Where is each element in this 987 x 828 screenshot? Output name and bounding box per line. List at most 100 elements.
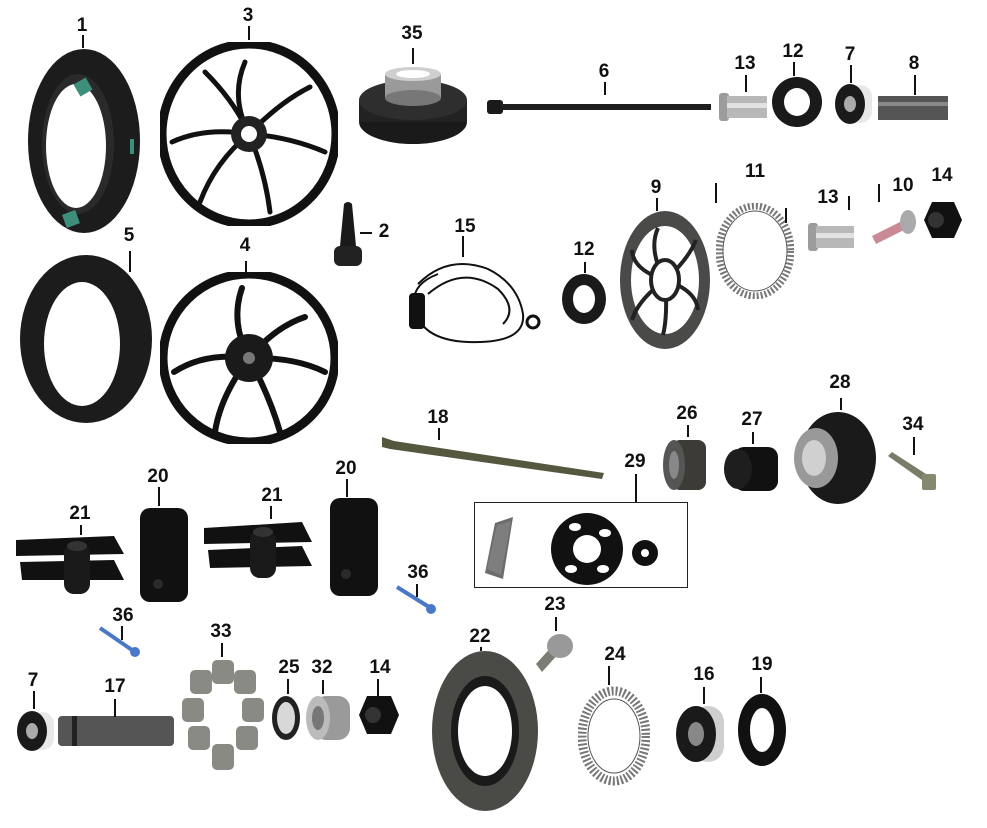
rear-distance-collar-image xyxy=(58,716,174,746)
leader-line xyxy=(715,183,717,203)
leader-line xyxy=(82,35,84,48)
front-axle-image xyxy=(485,96,715,118)
part-number-label: 13 xyxy=(734,53,756,74)
hub-bolt-image xyxy=(886,452,940,492)
part-number-label: 4 xyxy=(239,235,251,256)
leader-line xyxy=(438,428,440,440)
part-number-label: 24 xyxy=(604,644,626,665)
rear-axle-image xyxy=(380,435,610,481)
part-number-label: 12 xyxy=(782,41,804,62)
oil-seal-image xyxy=(770,76,824,128)
leader-line xyxy=(322,680,324,694)
part-number-label: 36 xyxy=(407,562,429,583)
disc-bolt-image xyxy=(868,206,920,246)
part-number-label: 11 xyxy=(744,161,766,182)
leader-line xyxy=(840,398,842,410)
leader-line xyxy=(270,506,272,519)
leader-line xyxy=(248,26,250,40)
part-number-label: 12 xyxy=(573,239,595,260)
part-number-label: 5 xyxy=(123,225,135,246)
ball-bearing-image xyxy=(834,83,874,125)
leader-line xyxy=(793,62,795,76)
part-number-label: 7 xyxy=(27,670,39,691)
ball-bearing-image xyxy=(674,704,726,764)
oil-seal-image xyxy=(560,273,608,325)
collar-spacer-image xyxy=(808,223,854,251)
part-number-label: 3 xyxy=(242,5,254,26)
part-number-label: 17 xyxy=(104,676,126,697)
part-number-label: 23 xyxy=(544,594,566,615)
part-number-label: 6 xyxy=(598,61,610,82)
front-rim-image xyxy=(160,42,338,226)
rear-spacer-image xyxy=(662,438,710,492)
rear-brake-disc-image xyxy=(430,650,540,812)
part-number-label: 8 xyxy=(908,53,920,74)
part-number-label: 10 xyxy=(892,175,914,196)
chain-adjuster-image xyxy=(14,534,126,596)
leader-line xyxy=(416,584,418,597)
leader-line xyxy=(656,198,658,211)
leader-line xyxy=(121,626,123,640)
distance-collar-image xyxy=(878,96,948,120)
rear-collar-image xyxy=(722,445,782,493)
part-number-label: 21 xyxy=(69,503,91,524)
part-number-label: 20 xyxy=(147,466,169,487)
leader-line xyxy=(703,687,705,704)
collar-image xyxy=(304,694,352,742)
part-number-label: 34 xyxy=(902,414,924,435)
leader-line xyxy=(878,184,880,202)
collar-spacer-image xyxy=(719,93,769,121)
part-number-label: 33 xyxy=(210,621,232,642)
part-number-label: 27 xyxy=(741,409,763,430)
leader-line xyxy=(604,82,606,95)
part-number-label: 26 xyxy=(676,403,698,424)
bearing-cup-spacer-image xyxy=(357,66,469,146)
leader-line xyxy=(158,487,160,506)
part-number-label: 18 xyxy=(427,407,449,428)
leader-line xyxy=(33,691,35,709)
part-number-label: 22 xyxy=(469,626,491,647)
part-number-label: 15 xyxy=(454,216,476,237)
part-number-label: 25 xyxy=(278,657,300,678)
leader-line xyxy=(848,196,850,210)
leader-line xyxy=(584,262,586,273)
part-number-label: 16 xyxy=(693,664,715,685)
chain-adjuster-image xyxy=(202,518,314,580)
disc-bolt-image xyxy=(534,630,576,674)
front-abs-ring-image xyxy=(716,203,794,299)
part-number-label: 28 xyxy=(829,372,851,393)
part-number-label: 19 xyxy=(751,654,773,675)
part-number-label: 21 xyxy=(261,485,283,506)
chain-adjuster-cover-image xyxy=(138,504,190,604)
leader-line xyxy=(129,251,131,272)
part-number-label: 35 xyxy=(401,23,423,44)
leader-line xyxy=(687,425,689,437)
leader-line xyxy=(745,75,747,92)
hex-nut-image xyxy=(357,694,399,736)
leader-line xyxy=(635,474,637,502)
leader-line xyxy=(412,48,414,64)
tire-valve-image xyxy=(330,200,366,270)
front-tire-image xyxy=(24,44,144,238)
rear-rim-image xyxy=(160,272,338,444)
part-number-label: 9 xyxy=(650,177,662,198)
part-number-label: 2 xyxy=(378,221,390,242)
part-number-label: 20 xyxy=(335,458,357,479)
leader-line xyxy=(555,617,557,631)
rear-tire-image xyxy=(18,254,154,424)
part-number-label: 14 xyxy=(931,165,953,186)
part-number-label: 29 xyxy=(624,451,646,472)
leader-line xyxy=(377,679,379,697)
leader-line xyxy=(245,261,247,272)
front-brake-disc-image xyxy=(618,210,712,350)
leader-line xyxy=(850,65,852,83)
leader-line xyxy=(462,236,464,257)
leader-line xyxy=(914,75,916,95)
ball-bearing-image xyxy=(16,710,56,752)
adjuster-bolt-image xyxy=(96,624,142,658)
adjuster-bolt-image xyxy=(393,583,439,615)
part-number-label: 7 xyxy=(844,44,856,65)
leader-line xyxy=(80,525,82,535)
leader-line xyxy=(608,666,610,685)
